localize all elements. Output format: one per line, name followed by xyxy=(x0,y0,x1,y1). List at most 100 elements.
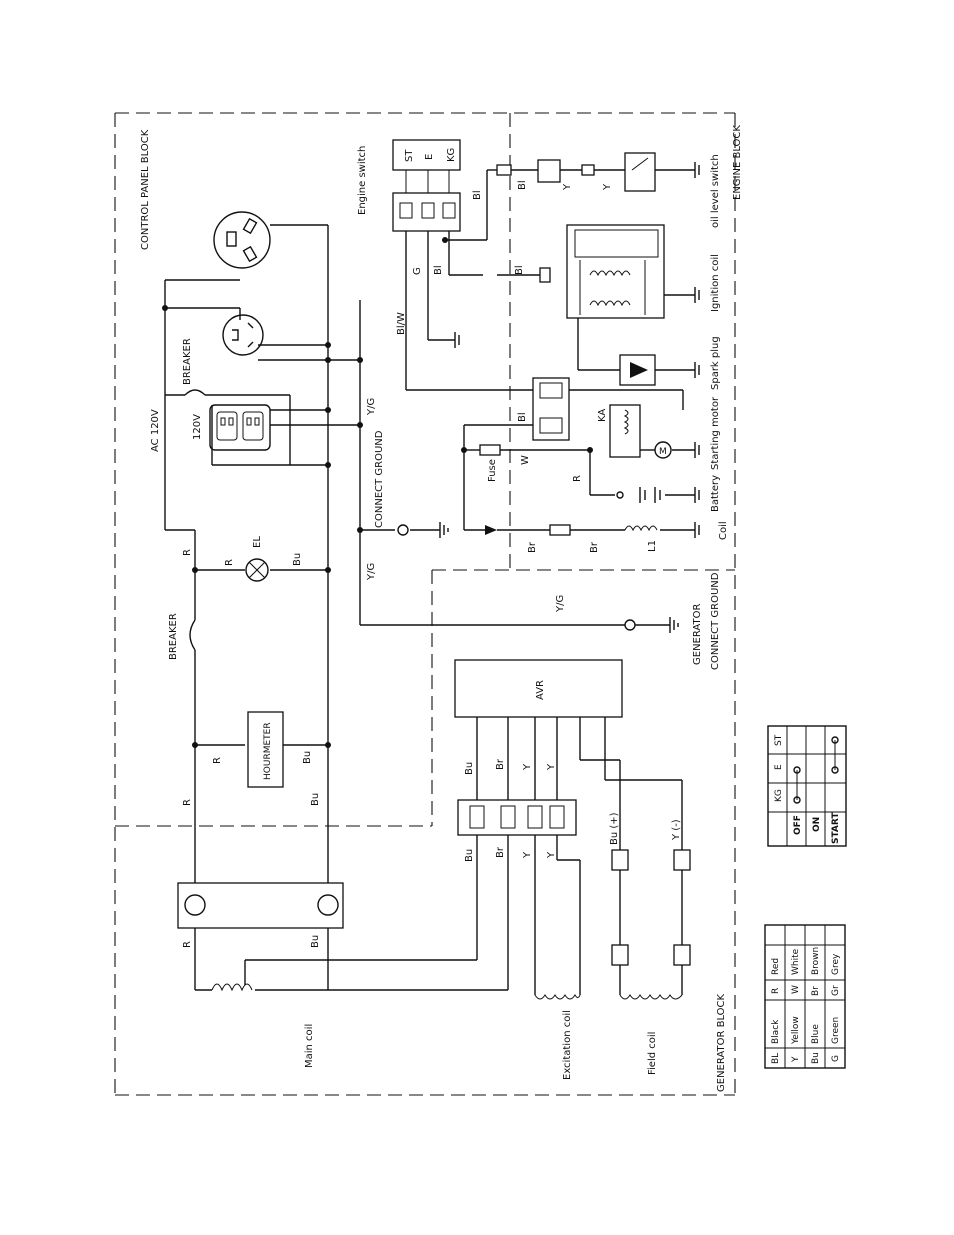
wire-y-4: Y xyxy=(546,763,557,771)
wire-y-3: Y xyxy=(522,763,533,771)
breaker-mid-icon xyxy=(189,619,196,651)
generator-wiring xyxy=(194,717,683,995)
main-coil-icon xyxy=(211,983,253,992)
battery-icon xyxy=(616,487,661,503)
twist-lock-outlet xyxy=(213,211,271,269)
field-coil-label: Field coil xyxy=(647,1032,658,1075)
coil-label: Coil xyxy=(718,521,729,540)
legend-blue: Blue xyxy=(811,1024,821,1044)
wire-r-4: R xyxy=(182,799,193,806)
field-plug-plus xyxy=(611,944,629,966)
starting-motor-label: Starting motor xyxy=(710,396,721,470)
oil-level-switch-icon xyxy=(496,152,656,192)
wire-y-minus: Y (-) xyxy=(671,819,682,841)
legend-g: G xyxy=(831,1055,841,1062)
hourmeter-label: HOURMETER xyxy=(263,722,273,780)
switch-table-on: ON xyxy=(812,817,822,832)
block-borders xyxy=(114,112,736,1096)
wire-bu-plus: Bu (+) xyxy=(609,812,620,845)
wire-blw: Bl/W xyxy=(396,312,407,335)
wire-bl-2: Bl xyxy=(472,190,483,200)
wire-yg-2: Y/G xyxy=(366,563,377,581)
coil-l1-icon xyxy=(485,524,658,536)
switch-term-e: E xyxy=(424,154,435,160)
legend-gr: Gr xyxy=(831,985,841,996)
switch-term-kg: KG xyxy=(446,148,457,162)
field-plug-minus xyxy=(673,944,691,966)
relay-ka xyxy=(532,377,641,458)
wire-r-6: R xyxy=(182,941,193,948)
ignition-coil xyxy=(539,224,665,319)
el-label: EL xyxy=(252,536,263,548)
color-legend xyxy=(764,924,846,1069)
generator-ground-label-2: CONNECT GROUND xyxy=(710,572,721,670)
duplex-outlet-120v xyxy=(209,404,271,451)
legend-bu: Bu xyxy=(811,1052,821,1064)
legend-grey: Grey xyxy=(831,953,841,975)
engine-block-label: ENGINE BLOCK xyxy=(732,125,743,200)
ac120-label: AC 120V xyxy=(150,409,161,452)
wire-br-3: Br xyxy=(495,758,506,770)
engine-switch-label: Engine switch xyxy=(357,146,368,215)
spark-plug-icon xyxy=(619,354,656,386)
switch-table-start: START xyxy=(831,812,841,844)
breaker-top-icon xyxy=(184,389,206,396)
legend-red: Red xyxy=(771,958,781,975)
spark-plug-label: Spark plug xyxy=(710,336,721,390)
wire-bu-6: Bu xyxy=(310,935,321,948)
wire-y-1: Y xyxy=(562,183,573,191)
wire-w: W xyxy=(520,455,531,465)
connect-ground-label: CONNECT GROUND xyxy=(374,430,385,528)
switch-table-off: OFF xyxy=(793,815,803,835)
engine-wiring xyxy=(405,169,695,531)
legend-brown: Brown xyxy=(811,947,821,975)
field-coil-icon xyxy=(619,994,683,1000)
field-connector-plus xyxy=(611,849,629,871)
wire-y-5: Y xyxy=(522,851,533,859)
fuse-icon xyxy=(479,444,501,456)
wire-bl-4: Bl xyxy=(514,265,525,275)
wire-br-4: Br xyxy=(495,846,506,858)
wire-br-2: Br xyxy=(589,541,600,553)
motor-m: M xyxy=(659,447,667,457)
wire-y-2: Y xyxy=(602,183,613,191)
switch-table-kg: KG xyxy=(774,789,784,802)
hourmeter-box xyxy=(247,711,284,788)
wire-bl-3: Bl xyxy=(517,180,528,190)
legend-w: W xyxy=(791,985,801,994)
switch-table xyxy=(767,725,847,847)
legend-black: Black xyxy=(771,1019,781,1044)
wire-br-1: Br xyxy=(527,541,538,553)
wire-r-5: R xyxy=(572,475,583,482)
avr-label: AVR xyxy=(535,680,546,700)
terminal-block xyxy=(457,799,577,836)
engine-grounds xyxy=(454,162,700,538)
excitation-coil-label: Excitation coil xyxy=(562,1010,573,1080)
wire-r-1: R xyxy=(182,549,193,556)
legend-bl: BL xyxy=(771,1053,781,1064)
wire-y-6: Y xyxy=(546,851,557,859)
generator-ground-label: GENERATOR xyxy=(692,604,703,665)
wire-bu-5: Bu xyxy=(464,849,475,862)
wire-bl-5: Bl xyxy=(517,412,528,422)
wire-bu-1: Bu xyxy=(292,553,303,566)
excitation-coil-icon xyxy=(534,994,581,1000)
field-connector-minus xyxy=(673,849,691,871)
l1-label: L1 xyxy=(647,540,658,552)
engine-switch xyxy=(392,139,461,232)
control-panel-wiring xyxy=(164,224,670,990)
legend-white: White xyxy=(791,948,801,975)
wire-yg-1: Y/G xyxy=(366,398,377,416)
legend-yellow: Yellow xyxy=(791,1016,801,1045)
generator-block-label: GENERATOR BLOCK xyxy=(716,993,727,1092)
switch-table-e: E xyxy=(774,764,784,770)
main-coil-label: Main coil xyxy=(304,1024,315,1068)
avr-box xyxy=(454,659,623,718)
wire-r-2: R xyxy=(224,559,235,566)
legend-y: Y xyxy=(791,1056,801,1063)
switch-table-st: ST xyxy=(774,734,784,746)
legend-br: Br xyxy=(811,986,821,996)
wire-r-3: R xyxy=(212,757,223,764)
legend-r: R xyxy=(771,988,781,994)
